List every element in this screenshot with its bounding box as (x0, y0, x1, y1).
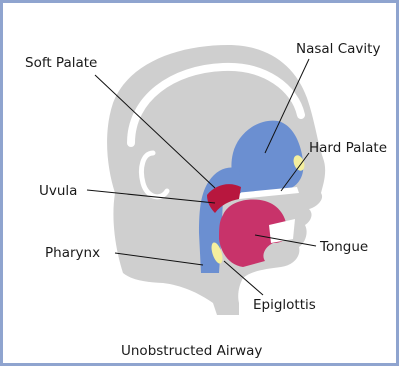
airway-diagram: Soft Palate Nasal Cavity Hard Palate Uvu… (3, 3, 399, 369)
label-hard-palate: Hard Palate (309, 140, 387, 156)
label-pharynx: Pharynx (45, 245, 100, 261)
label-uvula: Uvula (39, 183, 77, 199)
label-epiglottis: Epiglottis (253, 297, 316, 313)
label-soft-palate: Soft Palate (25, 55, 97, 71)
label-nasal-cavity: Nasal Cavity (296, 41, 380, 57)
diagram-caption: Unobstructed Airway (121, 343, 262, 359)
label-tongue: Tongue (319, 239, 368, 255)
